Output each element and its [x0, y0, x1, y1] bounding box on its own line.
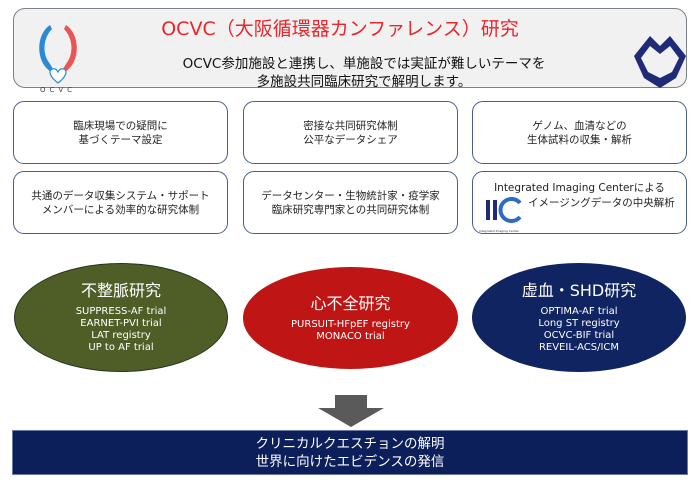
- header-banner: OCVC OCVC参加施設と連携し、単施設では実証が難しいテーマを 多施設共同臨…: [13, 8, 687, 94]
- feature-box-data-system: 共通のデータ収集システム・サポート メンバーによる効率的な研究体制: [13, 171, 228, 234]
- feature-text: 生体試料の収集・解析: [527, 133, 632, 146]
- research-area-title: 不整脈研究: [80, 281, 161, 300]
- research-area-heart-failure: 心不全研究 PURSUIT-HFpEF registry MONACO tria…: [243, 267, 458, 369]
- page-title: OCVC（大阪循環器カンファレンス）研究: [0, 14, 700, 41]
- trial-item: LAT registry: [91, 330, 151, 341]
- feature-text: 臨床研究専門家との共同研究体制: [271, 203, 430, 216]
- trial-item: SUPPRESS-AF trial: [75, 306, 167, 317]
- feature-text: 臨床現場での疑問に: [73, 119, 168, 132]
- iic-caption: Integrated Imaging Center: [479, 229, 519, 233]
- trial-item: UP to AF trial: [88, 342, 154, 353]
- research-area-arrhythmia: 不整脈研究 SUPPRESS-AF trial EARNET-PVI trial…: [14, 263, 228, 372]
- feature-text: Integrated Imaging Centerによる: [494, 182, 665, 194]
- header-subtitle-line1: OCVC参加施設と連携し、単施設では実証が難しいテーマを: [182, 56, 546, 72]
- feature-text: 共通のデータ収集システム・サポート: [31, 189, 210, 202]
- feature-box-data-center: データセンター・生物統計家・疫学家 臨床研究専門家との共同研究体制: [243, 171, 458, 234]
- trial-item: OPTIMA-AF trial: [540, 306, 618, 317]
- feature-box-biospecimen: ゲノム、血清などの 生体試料の収集・解析: [472, 101, 687, 164]
- feature-box-collaboration: 密接な共同研究体制 公平なデータシェア: [243, 101, 458, 164]
- trial-item: Long ST registry: [538, 318, 620, 329]
- page-title-text: OCVC（大阪循環器カンファレンス）研究: [161, 18, 519, 40]
- feature-text: 密接な共同研究体制: [303, 119, 398, 132]
- feature-box-imaging-center: Integrated Imaging Centerによる イメージングデータの中…: [472, 171, 687, 234]
- trial-item: MONACO trial: [316, 330, 385, 342]
- header-subtitle-line2: 多施設共同臨床研究で解明します。: [256, 74, 472, 90]
- feature-text: 基づくテーマ設定: [78, 133, 163, 146]
- conclusion-line2: 世界に向けたエビデンスの発信: [255, 453, 445, 470]
- ocvc-logo-text: OCVC: [39, 86, 77, 94]
- trial-item: EARNET-PVI trial: [80, 318, 162, 329]
- trial-item: REVEIL-ACS/ICM: [538, 342, 620, 353]
- university-emblem-icon: [632, 34, 688, 94]
- trial-item: PURSUIT-HFpEF registry: [291, 318, 410, 330]
- feature-text: イメージングデータの中央解析: [528, 197, 675, 209]
- conclusion-line1: クリニカルクエスチョンの解明: [255, 435, 445, 452]
- winged-heart-icon: [39, 25, 77, 84]
- feature-text: 公平なデータシェア: [303, 133, 398, 146]
- iic-logo-icon: Integrated Imaging Center: [479, 196, 529, 233]
- conclusion-banner: クリニカルクエスチョンの解明 世界に向けたエビデンスの発信: [12, 430, 688, 475]
- feature-text: メンバーによる効率的な研究体制: [41, 203, 200, 216]
- feature-text: データセンター・生物統計家・疫学家: [261, 189, 440, 202]
- down-arrow-icon: [316, 395, 386, 427]
- trial-item: OCVC-BIF trial: [543, 330, 615, 341]
- research-area-ischemia-shd: 虚血・SHD研究 OPTIMA-AF trial Long ST registr…: [472, 263, 686, 372]
- ocvc-logo: OCVC: [36, 17, 80, 97]
- research-area-title: 虚血・SHD研究: [521, 281, 637, 300]
- research-area-title: 心不全研究: [310, 293, 391, 313]
- feature-box-theme-setting: 臨床現場での疑問に 基づくテーマ設定: [13, 101, 228, 164]
- feature-text: ゲノム、血清などの: [532, 119, 627, 132]
